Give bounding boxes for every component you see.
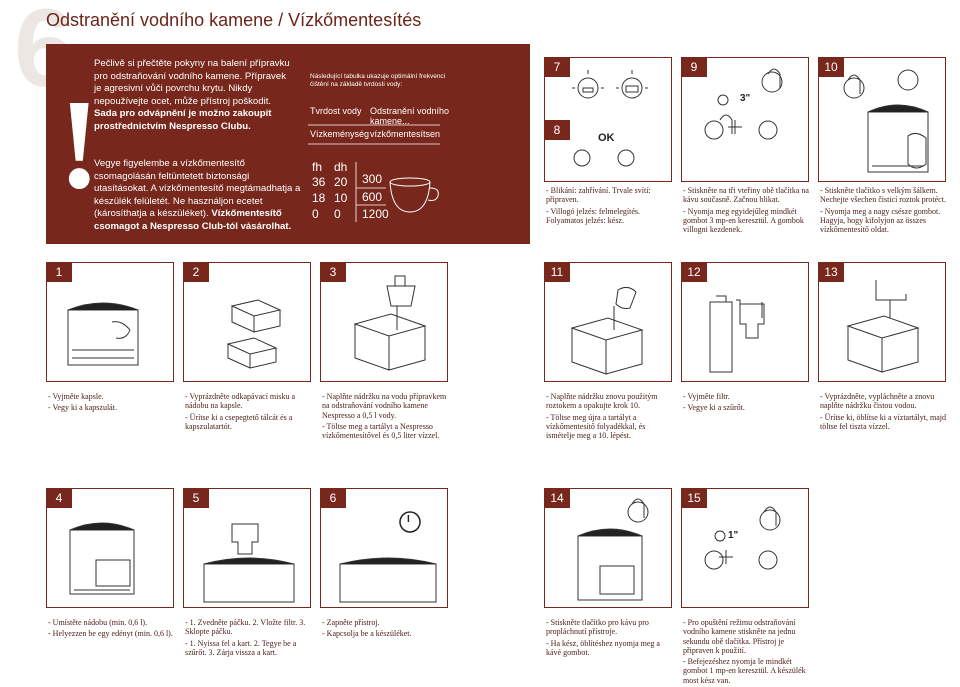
caption-15: - Pro opuštění režimu odstraňování vodní… — [683, 618, 809, 687]
caption-15-cz: - Pro opuštění režimu odstraňování vodní… — [683, 618, 809, 655]
row2-fh: 18 — [312, 191, 325, 205]
warning-text-hu: Vegye figyelembe a vízkőmentesítő csomag… — [94, 158, 302, 233]
page-title: Odstranění vodního kamene / Vízkőmentesí… — [46, 10, 421, 31]
caption-2-hu: - Ürítse ki a csepegtető tálcát és a kap… — [185, 413, 311, 432]
col-hardness-hu: Vízkeménység — [310, 129, 369, 139]
caption-3: - Naplňte nádržku na vodu přípravkem na … — [322, 392, 448, 442]
refill-solution-icon — [556, 270, 666, 380]
row3-fh: 0 — [312, 207, 319, 221]
caption-5-hu: - 1. Nyissa fel a kart. 2. Tegye be a sz… — [185, 639, 311, 658]
caption-7-8-cz: - Blikání: zahřívání. Trvale svítí: přip… — [546, 186, 672, 205]
blinking-buttons-icon — [560, 66, 670, 176]
table-divider-mid — [308, 143, 448, 145]
caption-15-hu: - Befejezéshez nyomja le mindkét gombot … — [683, 657, 809, 685]
remove-capsule-icon — [56, 280, 166, 380]
caption-10-cz: - Stiskněte tlačítko s velkým šálkem. Ne… — [820, 186, 946, 205]
caption-14-cz: - Stiskněte tlačítko pro kávu pro proplá… — [546, 618, 672, 637]
table-intro: Následující tabulka ukazuje optimální fr… — [310, 73, 460, 89]
row1-fh: 36 — [312, 175, 325, 189]
caption-1-hu: - Vegy ki a kapszulát. — [48, 403, 174, 412]
caption-13-hu: - Ürítse ki, öblítse ki a víztartályt, m… — [820, 413, 946, 432]
press-coffee-button-icon — [556, 496, 668, 606]
place-container-icon — [56, 500, 168, 606]
caption-10-hu: - Nyomja meg a nagy csésze gombot. Hagyj… — [820, 207, 946, 235]
insert-filter-icon — [192, 498, 307, 606]
caption-6-cz: - Zapněte přístroj. — [322, 618, 448, 627]
caption-12-hu: - Vegye ki a szűrőt. — [683, 403, 809, 412]
warning-text-cz: Pečlivě si přečtěte pokyny na balení pří… — [94, 58, 294, 133]
caption-2-cz: - Vyprázdněte odkapávací misku a nádobu … — [185, 392, 311, 411]
caption-5-cz: - 1. Zvedněte páčku. 2. Vložte filtr. 3.… — [185, 618, 311, 637]
caption-4-cz: - Umístěte nádobu (min. 0,6 l). — [48, 618, 174, 627]
caption-2: - Vyprázdněte odkapávací misku a nádobu … — [185, 392, 311, 433]
caption-11-cz: - Naplňte nádržku znovu použitým roztoke… — [546, 392, 672, 411]
caption-11: - Naplňte nádržku znovu použitým roztoke… — [546, 392, 672, 442]
power-button-icon — [398, 510, 422, 534]
col-descale-cz: Odstranění vodního kamene... — [370, 106, 450, 126]
step-6-number: 6 — [320, 488, 346, 508]
caption-4-hu: - Helyezzen be egy edényt (min. 0,6 l). — [48, 629, 174, 638]
step-2-number: 2 — [183, 262, 209, 282]
caption-14: - Stiskněte tlačítko pro kávu pro proplá… — [546, 618, 672, 659]
step-1-number: 1 — [46, 262, 72, 282]
caption-3-hu: - Töltse meg a tartályt a Nespresso vízk… — [322, 422, 448, 441]
caption-7-8-hu: - Villogó jelzés: felmelegítés. Folyamat… — [546, 207, 672, 226]
row2-dh: 10 — [334, 191, 347, 205]
caption-13-cz: - Vyprázdněte, vypláchněte a znovu naplň… — [820, 392, 946, 411]
caption-5: - 1. Zvedněte páčku. 2. Vložte filtr. 3.… — [185, 618, 311, 659]
warning-cz-bold: Sada pro odvápnění je možno zakoupit pro… — [94, 108, 272, 132]
caption-12-cz: - Vyjměte filtr. — [683, 392, 809, 401]
caption-13: - Vyprázdněte, vypláchněte a znovu naplň… — [820, 392, 946, 433]
power-label: I — [407, 514, 410, 525]
caption-10: - Stiskněte tlačítko s velkým šálkem. Ne… — [820, 186, 946, 236]
caption-4: - Umístěte nádobu (min. 0,6 l). - Helyez… — [48, 618, 174, 641]
caption-1-cz: - Vyjměte kapsle. — [48, 392, 174, 401]
cup-counter-icon — [352, 160, 442, 226]
caption-6-hu: - Kapcsolja be a készüléket. — [322, 629, 448, 638]
row1-dh: 20 — [334, 175, 347, 189]
ok-label: OK — [598, 132, 615, 144]
caption-9-cz: - Stiskněte na tři vteřiny obě tlačítka … — [683, 186, 809, 205]
caption-3-cz: - Naplňte nádržku na vodu přípravkem na … — [322, 392, 448, 420]
fill-tank-icon — [335, 270, 440, 380]
caption-7-8: - Blikání: zahřívání. Trvale svítí: přip… — [546, 186, 672, 227]
remove-filter-icon — [690, 272, 805, 380]
unit-fh: fh — [312, 160, 322, 174]
rinse-tank-icon — [830, 270, 940, 380]
timer-1s: 1" — [728, 530, 738, 541]
press-both-buttons-icon — [690, 60, 805, 178]
caption-12: - Vyjměte filtr. - Vegye ki a szűrőt. — [683, 392, 809, 415]
caption-6: - Zapněte přístroj. - Kapcsolja be a kés… — [322, 618, 448, 641]
caption-9: - Stiskněte na tři vteřiny obě tlačítka … — [683, 186, 809, 236]
unit-dh: dh — [334, 160, 347, 174]
col-hardness-cz: Tvrdost vody — [310, 106, 362, 116]
caption-1: - Vyjměte kapsle. - Vegy ki a kapszulát. — [48, 392, 174, 415]
caption-9-hu: - Nyomja meg egyidejűleg mindkét gombot … — [683, 207, 809, 235]
caption-11-hu: - Töltse meg újra a tartályt a vízkőment… — [546, 413, 672, 441]
table-divider-top — [308, 124, 448, 126]
col-descale-hu: vízkőmentesítsen — [370, 129, 440, 139]
timer-3s: 3" — [740, 93, 750, 104]
exit-descale-mode-icon — [690, 500, 805, 604]
machine-top-icon — [330, 540, 445, 606]
warning-cz-body: Pečlivě si přečtěte pokyny na balení pří… — [94, 58, 290, 107]
empty-drip-tray-icon — [198, 290, 298, 375]
machine-large-cup-icon — [828, 66, 943, 178]
caption-14-hu: - Ha kész, öblítéshez nyomja meg a kávé … — [546, 639, 672, 658]
row3-dh: 0 — [334, 207, 341, 221]
